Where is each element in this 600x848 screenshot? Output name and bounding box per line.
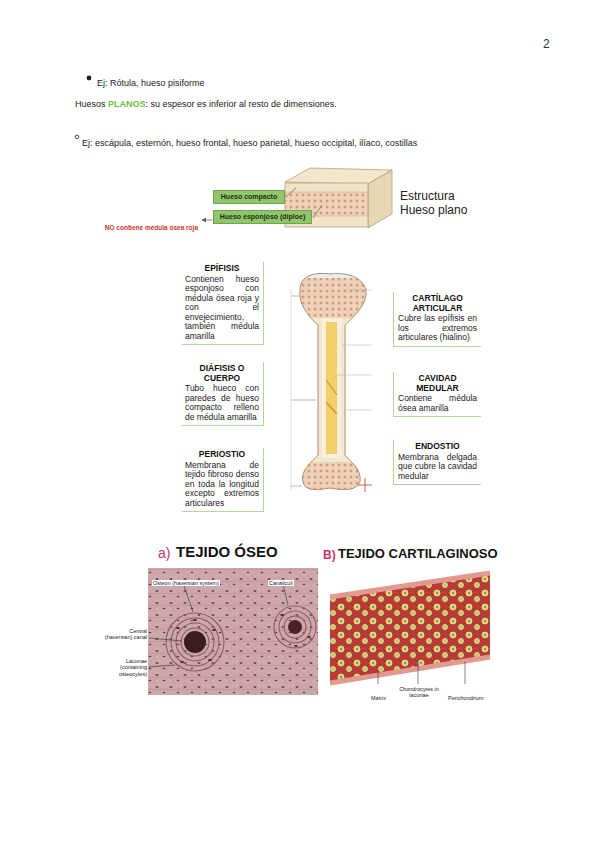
label-holder: NO contiene médula ósea roja [105,216,198,234]
label-holder: a) [158,544,170,562]
box-body: Membrana de tejido fibroso denso en toda… [185,461,259,509]
part-name: Hueso compacto [218,193,280,201]
box-body: Contienen hueso esponjoso con médula óse… [185,275,259,342]
body-text: : su espesor es inferior al resto de dim… [146,99,337,109]
leader-line [378,670,379,684]
info-box: ENDOSTIOMembrana delgada que cubre la ca… [393,440,481,485]
figure-title: Estructura Hueso plano [400,190,480,218]
label-holder: 2 [543,34,550,52]
text-line: HuesosPLANOS: su espesor es inferior al … [75,99,337,109]
label-holder: Lacunae (containing osteocytes) [102,658,148,677]
box-heading: ENDOSTIO [398,442,477,452]
section-heading: TEJIDO CARTILAGINOSO [338,546,498,561]
bullet-dot [87,76,92,81]
label-holder: Central (haversian) canal [102,628,148,641]
micrograph-label: Canaliculi [268,580,294,586]
micrograph-label: Matrix [370,695,387,701]
label-holder: Chondrocytes in lacunae [398,686,440,699]
info-box: DIÁFISIS O CUERPOTubo hueco con paredes … [182,362,264,426]
box-body: Contiene médula ósea amarilla [398,394,477,413]
box-body: Cubre las epífisis en los extremos artic… [398,314,477,343]
leader-line [149,665,175,667]
micrograph-label: Perichondrium [447,695,484,701]
section-letter: a) [158,545,170,561]
leader-line [465,662,466,684]
leader-line [149,638,182,641]
label-holder: Ej: escápula, esternón, hueso frontal, h… [82,132,417,150]
box-heading: PERIOSTIO [185,450,259,460]
cartilage-micrograph [330,572,490,684]
leader-line [313,205,322,218]
part-label-box: Hueso esponjoso (díploe) [213,210,312,224]
bullet-ring [75,135,79,139]
example-text: Ej: escápula, esternón, hueso frontal, h… [82,138,417,148]
long-bone-drawing [291,270,372,492]
info-box: PERIOSTIOMembrana de tejido fibroso dens… [182,448,264,512]
part-name: Hueso esponjoso (díploe) [218,213,307,221]
label-holder: B) [323,545,336,563]
info-box: EPÍFISISContienen hueso esponjoso con mé… [182,262,264,345]
micrograph-label: Central (haversian) canal [102,628,148,641]
label-holder: Osteon (haversian system) [152,571,220,589]
highlight-word: PLANOS [108,99,146,109]
section-letter: B) [323,548,336,562]
micrograph-label: Chondrocytes in lacunae [398,686,440,699]
label-holder: Ej: Rótula, hueso pisiforme [97,72,205,90]
bone-tissue-micrograph [148,568,318,695]
part-label-box: Hueso compacto [213,190,285,204]
box-heading: CAVIDAD MEDULAR [398,374,477,393]
box-heading: CARTÍLAGO ARTICULAR [398,294,477,313]
box-body: Membrana delgada que cubre la cavidad me… [398,453,477,482]
box-heading: DIÁFISIS O CUERPO [185,364,259,383]
label-holder: TEJIDO ÓSEO [176,543,278,561]
micrograph-label: Osteon (haversian system) [152,580,220,586]
label-holder: Perichondrium [447,686,484,704]
body-text: Huesos [75,99,106,109]
label-holder: Estructura Hueso plano [400,190,480,218]
label-holder: Matrix [370,686,387,704]
warning-note: NO contiene médula ósea roja [105,224,198,231]
page-number: 2 [543,37,550,51]
label-holder: Canaliculi [268,571,294,589]
arrow [201,218,212,223]
leader-line [286,188,296,197]
label-holder: TEJIDO CARTILAGINOSO [338,544,498,562]
info-box: CAVIDAD MEDULARContiene médula ósea amar… [393,372,481,417]
section-heading: TEJIDO ÓSEO [176,543,278,560]
box-heading: EPÍFISIS [185,264,259,274]
info-box: CARTÍLAGO ARTICULARCubre las epífisis en… [393,292,481,347]
micrograph-label: Lacunae (containing osteocytes) [102,658,148,677]
box-body: Tubo hueco con paredes de hueso compacto… [185,384,259,422]
example-text: Ej: Rótula, hueso pisiforme [97,78,205,88]
leader-line [418,660,419,684]
